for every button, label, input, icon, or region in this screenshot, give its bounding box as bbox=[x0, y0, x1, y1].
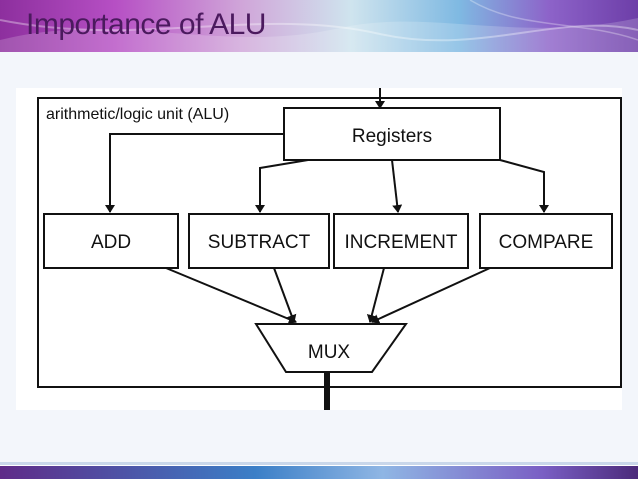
title-banner bbox=[0, 0, 638, 52]
alu-diagram-svg: arithmetic/logic unit (ALU) Registers AD… bbox=[37, 88, 622, 410]
unit-subtract-box bbox=[188, 213, 330, 269]
unit-increment-box bbox=[333, 213, 469, 269]
alu-diagram: arithmetic/logic unit (ALU) Registers AD… bbox=[16, 88, 622, 410]
arrow-add-mux bbox=[165, 267, 297, 324]
bottom-divider bbox=[0, 462, 638, 465]
arrow-increment-mux bbox=[366, 267, 385, 323]
slide-title: Importance of ALU bbox=[26, 8, 266, 41]
arrow-registers-subtract bbox=[255, 159, 309, 213]
unit-compare-label: COMPARE bbox=[499, 232, 594, 253]
unit-increment-label: INCREMENT bbox=[345, 232, 458, 253]
arrow-registers-increment bbox=[391, 159, 403, 213]
unit-add-box bbox=[43, 213, 179, 269]
arrow-registers-add bbox=[105, 133, 284, 213]
arrow-subtract-mux bbox=[273, 267, 297, 323]
registers-box bbox=[283, 107, 501, 161]
unit-add-label: ADD bbox=[91, 232, 131, 253]
registers-label: Registers bbox=[352, 126, 432, 147]
bottom-bar bbox=[0, 466, 638, 479]
alu-container-label: arithmetic/logic unit (ALU) bbox=[46, 106, 229, 123]
mux-shape bbox=[254, 323, 408, 373]
arrow-registers-compare bbox=[499, 159, 549, 213]
unit-subtract-label: SUBTRACT bbox=[208, 232, 311, 253]
arrow-compare-mux bbox=[371, 267, 491, 324]
mux-label: MUX bbox=[308, 342, 351, 363]
unit-compare-box bbox=[479, 213, 613, 269]
banner-decoration bbox=[0, 0, 638, 52]
